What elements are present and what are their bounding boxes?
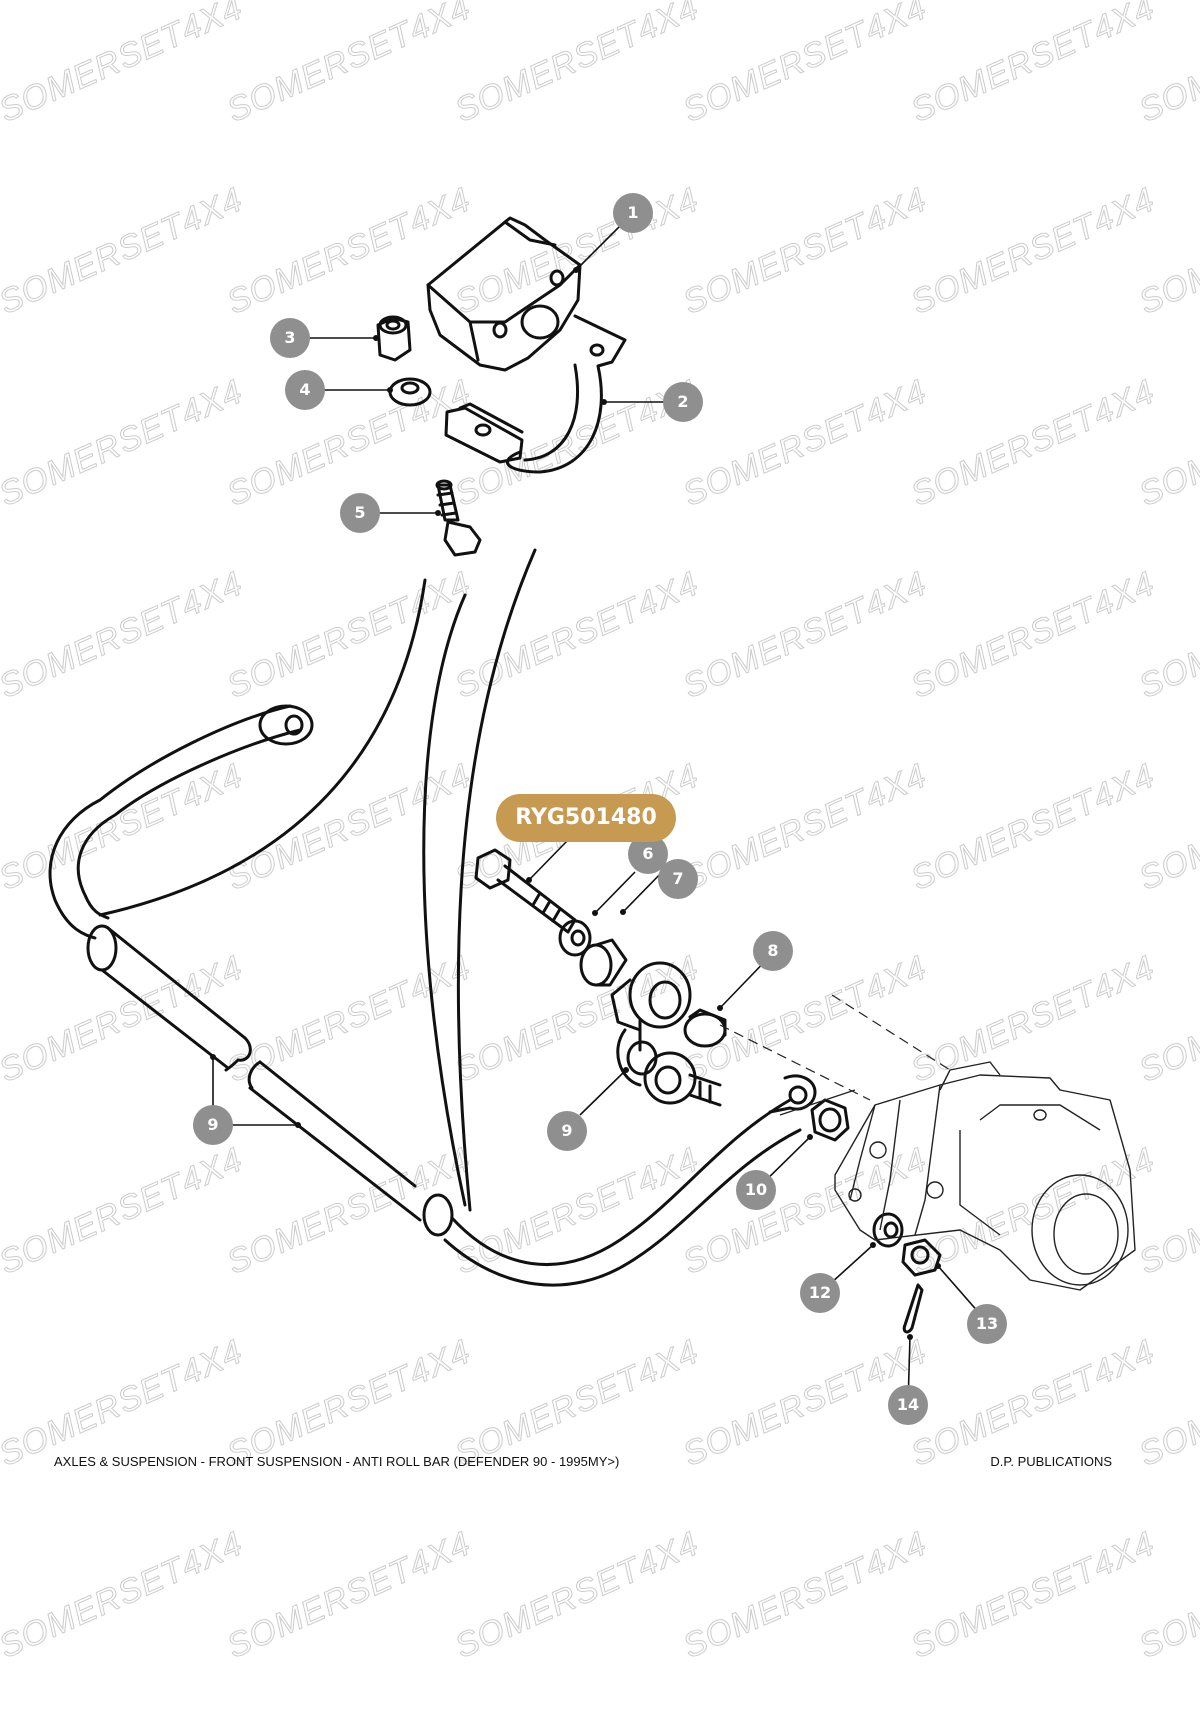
- bolt: [435, 479, 482, 557]
- washer: [388, 377, 432, 407]
- diagram-caption: AXLES & SUSPENSION - FRONT SUSPENSION - …: [54, 1454, 620, 1469]
- callout-9-upper: 7: [658, 859, 698, 899]
- clamp: [444, 314, 627, 474]
- callout-14: 14: [888, 1385, 928, 1425]
- callout-2: 1: [613, 193, 653, 233]
- nut: [376, 315, 412, 362]
- callout-13: 13: [967, 1304, 1007, 1344]
- callout-5: 5: [340, 493, 380, 533]
- anti-roll-bar: [48, 704, 817, 1287]
- link-bush-lower: [683, 1008, 727, 1048]
- washer-10: [558, 919, 592, 957]
- castellated-nut: [901, 1238, 942, 1277]
- callout-4: 3: [270, 318, 310, 358]
- callout-12: 12: [800, 1273, 840, 1313]
- callout-9-lower: 8: [753, 931, 793, 971]
- publisher-caption: D.P. PUBLICATIONS: [990, 1454, 1112, 1469]
- part-number-tag[interactable]: RYG501480: [496, 794, 676, 842]
- callout-8: 10: [736, 1170, 776, 1210]
- nut-8: [810, 1098, 850, 1142]
- callout-1: 9: [193, 1105, 233, 1145]
- callout-7: 9: [547, 1111, 587, 1151]
- split-pin: [902, 1283, 924, 1334]
- link-bolt: [474, 848, 577, 934]
- link: [610, 961, 722, 1107]
- callout-6: 4: [285, 370, 325, 410]
- link-bush-upper: [579, 938, 628, 987]
- washer-12: [872, 1212, 904, 1248]
- callout-3: 2: [663, 382, 703, 422]
- bush: [426, 216, 582, 372]
